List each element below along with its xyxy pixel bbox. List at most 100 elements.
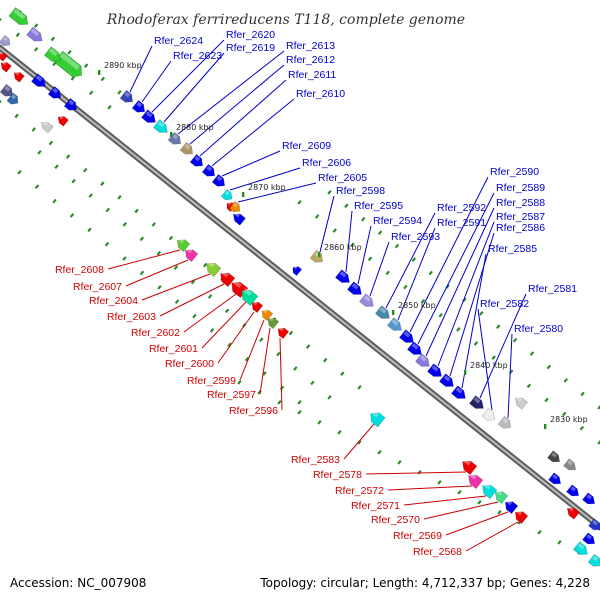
tick-label-2830-kbp: 2830 kbp	[550, 415, 588, 424]
guide-dot-11	[83, 63, 89, 68]
gene-label-rfer-2604: Rfer_2604	[89, 295, 138, 307]
gene-block-unlabeled-13	[47, 85, 62, 99]
guide-dot-33	[323, 357, 328, 363]
guide-dot-60	[122, 256, 127, 261]
guide-dot-106	[579, 425, 585, 431]
gene-rfer-2581	[468, 395, 484, 409]
gene-block-unlabeled-25	[587, 553, 600, 567]
gene-block-unlabeled-0	[8, 7, 29, 26]
guide-dot-75	[317, 420, 322, 425]
gene-rfer-2605	[228, 200, 241, 213]
connector-rfer-2592	[385, 212, 436, 309]
gene-block-unlabeled-7	[6, 92, 19, 105]
gene-label-rfer-2572: Rfer_2572	[335, 485, 384, 497]
gene-label-rfer-2624: Rfer_2624	[154, 35, 203, 47]
guide-dot-46	[207, 294, 213, 299]
connector-rfer-2612	[189, 64, 285, 145]
guide-dot-49	[259, 337, 264, 342]
gene-label-rfer-2602: Rfer_2602	[131, 327, 180, 339]
connector-rfer-2597	[259, 327, 271, 395]
guide-dot-65	[209, 328, 215, 333]
guide-dot-64	[192, 313, 197, 319]
guide-dot-112	[394, 243, 400, 249]
gene-label-rfer-2594: Rfer_2594	[373, 215, 422, 227]
gene-label-rfer-2600: Rfer_2600	[165, 358, 214, 370]
connector-rfer-2624	[129, 45, 153, 93]
gene-label-rfer-2603: Rfer_2603	[107, 311, 156, 323]
gene-rfer-2580	[497, 415, 512, 429]
gene-block-unlabeled-5	[13, 71, 25, 83]
guide-dot-32	[305, 344, 311, 349]
guide-dot-71	[237, 380, 242, 385]
gene-label-rfer-2601: Rfer_2601	[149, 343, 198, 355]
guide-dot-90	[297, 199, 302, 205]
guide-dot-111	[377, 230, 383, 235]
guide-dot-52	[310, 380, 315, 386]
gene-block-unlabeled-16	[547, 450, 561, 463]
connector-rfer-2623	[141, 60, 172, 103]
connector-rfer-2607	[125, 259, 189, 287]
connector-rfer-2595	[345, 210, 353, 273]
guide-dot-69	[279, 385, 285, 391]
gene-block-unlabeled-26	[292, 265, 303, 277]
gene-block-unlabeled-20	[582, 492, 596, 505]
gene-block-unlabeled-22	[588, 518, 600, 531]
gene-rfer-2608	[176, 237, 191, 253]
guide-dot-118	[496, 324, 501, 330]
diagram-title: Rhodoferax ferrireducens T118, complete …	[106, 12, 465, 28]
gene-label-rfer-2571: Rfer_2571	[351, 500, 400, 512]
guide-dot-119	[512, 337, 518, 343]
tick-label-2880-kbp: 2880 kbp	[176, 123, 214, 132]
guide-dot-42	[139, 236, 145, 242]
gene-label-rfer-2580: Rfer_2580	[514, 323, 563, 335]
guide-dot-40	[105, 207, 110, 213]
guide-dot-96	[403, 284, 408, 290]
guide-dot-17	[48, 140, 54, 146]
connector-rfer-2609	[221, 150, 281, 177]
guide-dot-21	[117, 195, 122, 200]
gene-block-unlabeled-3	[0, 52, 8, 62]
connector-rfer-2599	[239, 319, 265, 381]
connector-rfer-2587	[437, 221, 495, 367]
gene-label-rfer-2606: Rfer_2606	[302, 157, 351, 169]
guide-dot-107	[597, 440, 600, 445]
guide-dot-6	[107, 104, 112, 110]
guide-dot-113	[411, 257, 417, 262]
guide-dot-92	[332, 228, 337, 233]
guide-dot-15	[14, 113, 19, 119]
tick-mark-2880-kbp	[170, 132, 173, 137]
tick-mark-2830-kbp	[544, 424, 547, 429]
guide-dot-104	[544, 397, 549, 403]
guide-dot-41	[122, 222, 127, 227]
guide-dot-8	[33, 23, 39, 28]
tick-mark-2860-kbp	[318, 252, 321, 257]
gene-rfer-2613	[167, 131, 182, 145]
gene-label-rfer-2613: Rfer_2613	[286, 40, 335, 52]
guide-dot-98	[438, 312, 443, 318]
gene-label-rfer-2589: Rfer_2589	[496, 182, 545, 194]
tick-label-2840-kbp: 2840 kbp	[470, 361, 508, 370]
gene-label-rfer-2588: Rfer_2588	[496, 197, 545, 209]
guide-dot-55	[34, 184, 40, 190]
connector-rfer-2586	[449, 232, 495, 377]
gene-label-rfer-2590: Rfer_2590	[490, 166, 539, 178]
gene-rfer-2596	[277, 326, 290, 340]
gene-label-rfer-2598: Rfer_2598	[336, 185, 385, 197]
gene-label-rfer-2620: Rfer_2620	[226, 29, 275, 41]
guide-dot-108	[327, 190, 332, 195]
gene-label-rfer-2581: Rfer_2581	[528, 283, 577, 295]
guide-dot-23	[151, 222, 156, 227]
guide-dot-86	[537, 530, 542, 535]
guide-dot-13	[117, 90, 122, 95]
guide-dot-24	[168, 235, 174, 241]
gene-rfer-2583	[370, 410, 386, 428]
guide-dot-20	[100, 181, 105, 187]
connector-rfer-2585	[461, 253, 487, 389]
connector-rfer-2580	[507, 333, 513, 419]
connector-rfer-2604	[141, 273, 211, 301]
gene-rfer-2578	[462, 458, 478, 476]
guide-dot-83	[477, 500, 482, 505]
